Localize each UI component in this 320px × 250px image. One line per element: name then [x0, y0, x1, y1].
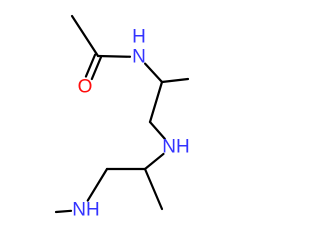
single-bond-c_acetyl_methyl-c_carbonyl [70, 14, 100, 58]
double-bond-line-b [90, 56, 103, 81]
bonds-layer [54, 14, 190, 214]
single-bond-n_amide-c_ch1 [143, 62, 164, 84]
single-bond-c_ch2_2-n_amine_terminal [86, 167, 109, 202]
single-bond-c_ch1-c_methyl1 [160, 77, 190, 84]
single-bond-c_ch1-c_ch2_1 [148, 80, 164, 124]
atom-hydrogen-label-n-amide: H [132, 27, 146, 48]
atom-labels-layer: O NH NH NH [72, 27, 189, 221]
atom-label-n-amine-center: NH [162, 137, 189, 158]
single-bond-n_amine_center-c_ch2 [143, 152, 165, 171]
single-bond-c_carbonyl-n_amide [96, 54, 132, 58]
single-bond-n_amine_terminal-c_n_methyl [54, 209, 73, 214]
molecule-structure-diagram: O NH NH NH [54, 14, 190, 221]
atom-label-n-amine-terminal: NH [72, 200, 99, 221]
atom-label-n-amide: N [132, 47, 146, 68]
double-bond-line-a [84, 53, 97, 78]
atom-label-o-carbonyl: O [78, 77, 93, 98]
single-bond-c_ch2-c_methyl2 [143, 167, 164, 211]
single-bond-c_ch2_1-n_amine_center [148, 120, 166, 140]
